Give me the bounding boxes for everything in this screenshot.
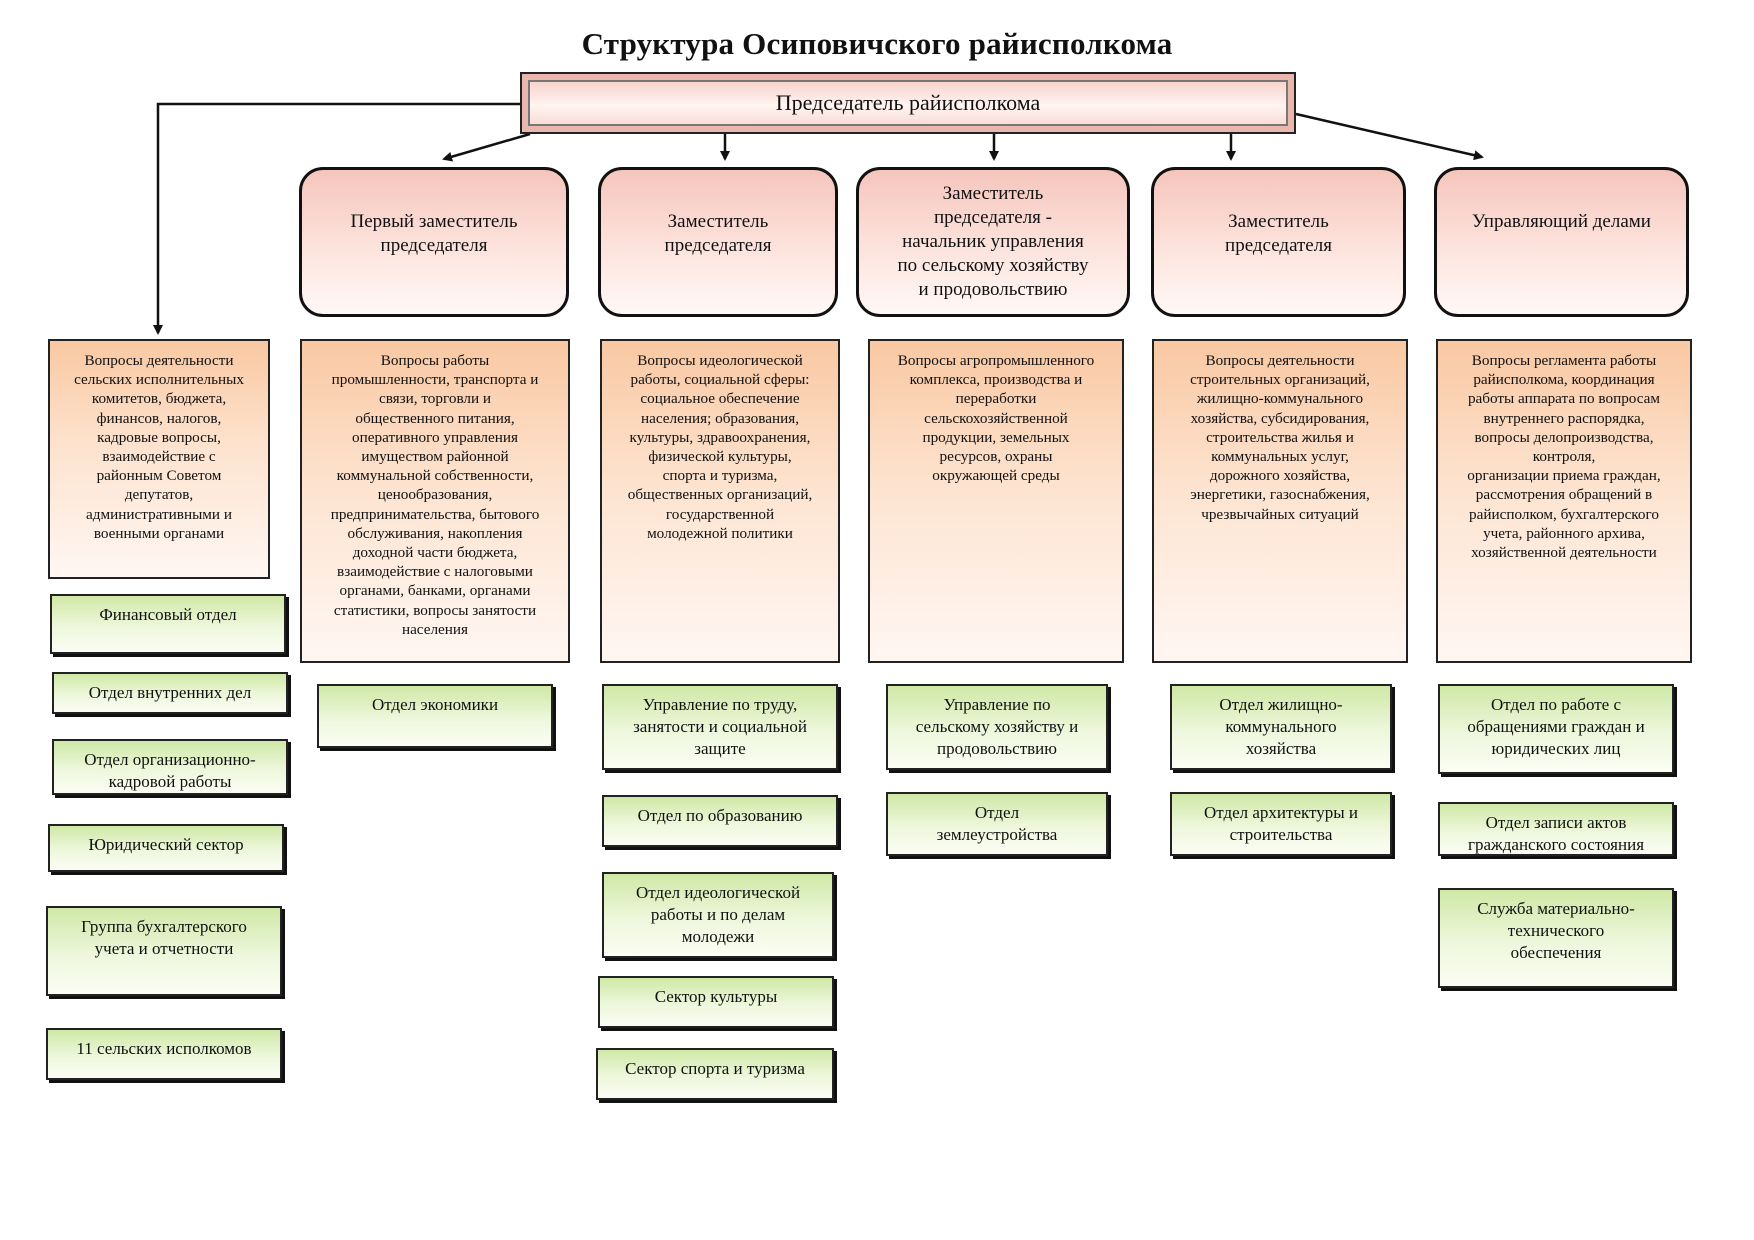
unit-citizen-appeals: Отдел по работе с обращениями граждан и …: [1438, 684, 1674, 774]
unit-internal-affairs: Отдел внутренних дел: [52, 672, 288, 714]
unit-accounting-group: Группа бухгалтерского учета и отчетности: [46, 906, 282, 996]
first-deputy-box: Первый заместитель председателя: [299, 167, 569, 317]
unit-material-technical-support: Служба материально- технического обеспеч…: [1438, 888, 1674, 988]
unit-finance: Финансовый отдел: [50, 594, 286, 654]
page-title: Структура Осиповичского райисполкома: [581, 26, 1173, 61]
arrow-to-manager: [1295, 112, 1484, 161]
duty-box-deputy-agro: Вопросы агропромышленного комплекса, про…: [868, 339, 1124, 663]
manager-box: Управляющий делами: [1434, 167, 1689, 317]
duty-box-chairman: Вопросы деятельности сельских исполнител…: [48, 339, 270, 579]
unit-land-management: Отдел землеустройства: [886, 792, 1108, 856]
unit-ideology-youth: Отдел идеологической работы и по делам м…: [602, 872, 834, 958]
deputy-social-box: Заместитель председателя: [598, 167, 838, 317]
unit-economics: Отдел экономики: [317, 684, 553, 748]
deputy-agro-box: Заместитель председателя - начальник упр…: [856, 167, 1130, 317]
unit-legal-sector: Юридический сектор: [48, 824, 284, 872]
duty-box-first-deputy: Вопросы работы промышленности, транспорт…: [300, 339, 570, 663]
deputy-construction-box: Заместитель председателя: [1151, 167, 1406, 317]
chairman-box: Председатель райисполкома: [520, 72, 1296, 134]
unit-culture-sector: Сектор культуры: [598, 976, 834, 1028]
duty-box-deputy-construction: Вопросы деятельности строительных органи…: [1152, 339, 1408, 663]
duty-box-manager: Вопросы регламента работы райисполкома, …: [1436, 339, 1692, 663]
unit-labor-social-protection: Управление по труду, занятости и социаль…: [602, 684, 838, 770]
unit-sport-tourism-sector: Сектор спорта и туризма: [596, 1048, 834, 1100]
unit-village-executive-committees: 11 сельских исполкомов: [46, 1028, 282, 1080]
unit-housing-utilities: Отдел жилищно- коммунального хозяйства: [1170, 684, 1392, 770]
unit-agriculture-food: Управление по сельскому хозяйству и прод…: [886, 684, 1108, 770]
unit-org-personnel: Отдел организационно- кадровой работы: [52, 739, 288, 795]
arrow-to-left-duties: [153, 102, 520, 335]
duty-box-deputy-social: Вопросы идеологической работы, социально…: [600, 339, 840, 663]
unit-architecture-construction: Отдел архитектуры и строительства: [1170, 792, 1392, 856]
arrow-to-deputy-1: [442, 132, 531, 162]
unit-civil-registry: Отдел записи актов гражданского состояни…: [1438, 802, 1674, 856]
unit-education: Отдел по образованию: [602, 795, 838, 847]
